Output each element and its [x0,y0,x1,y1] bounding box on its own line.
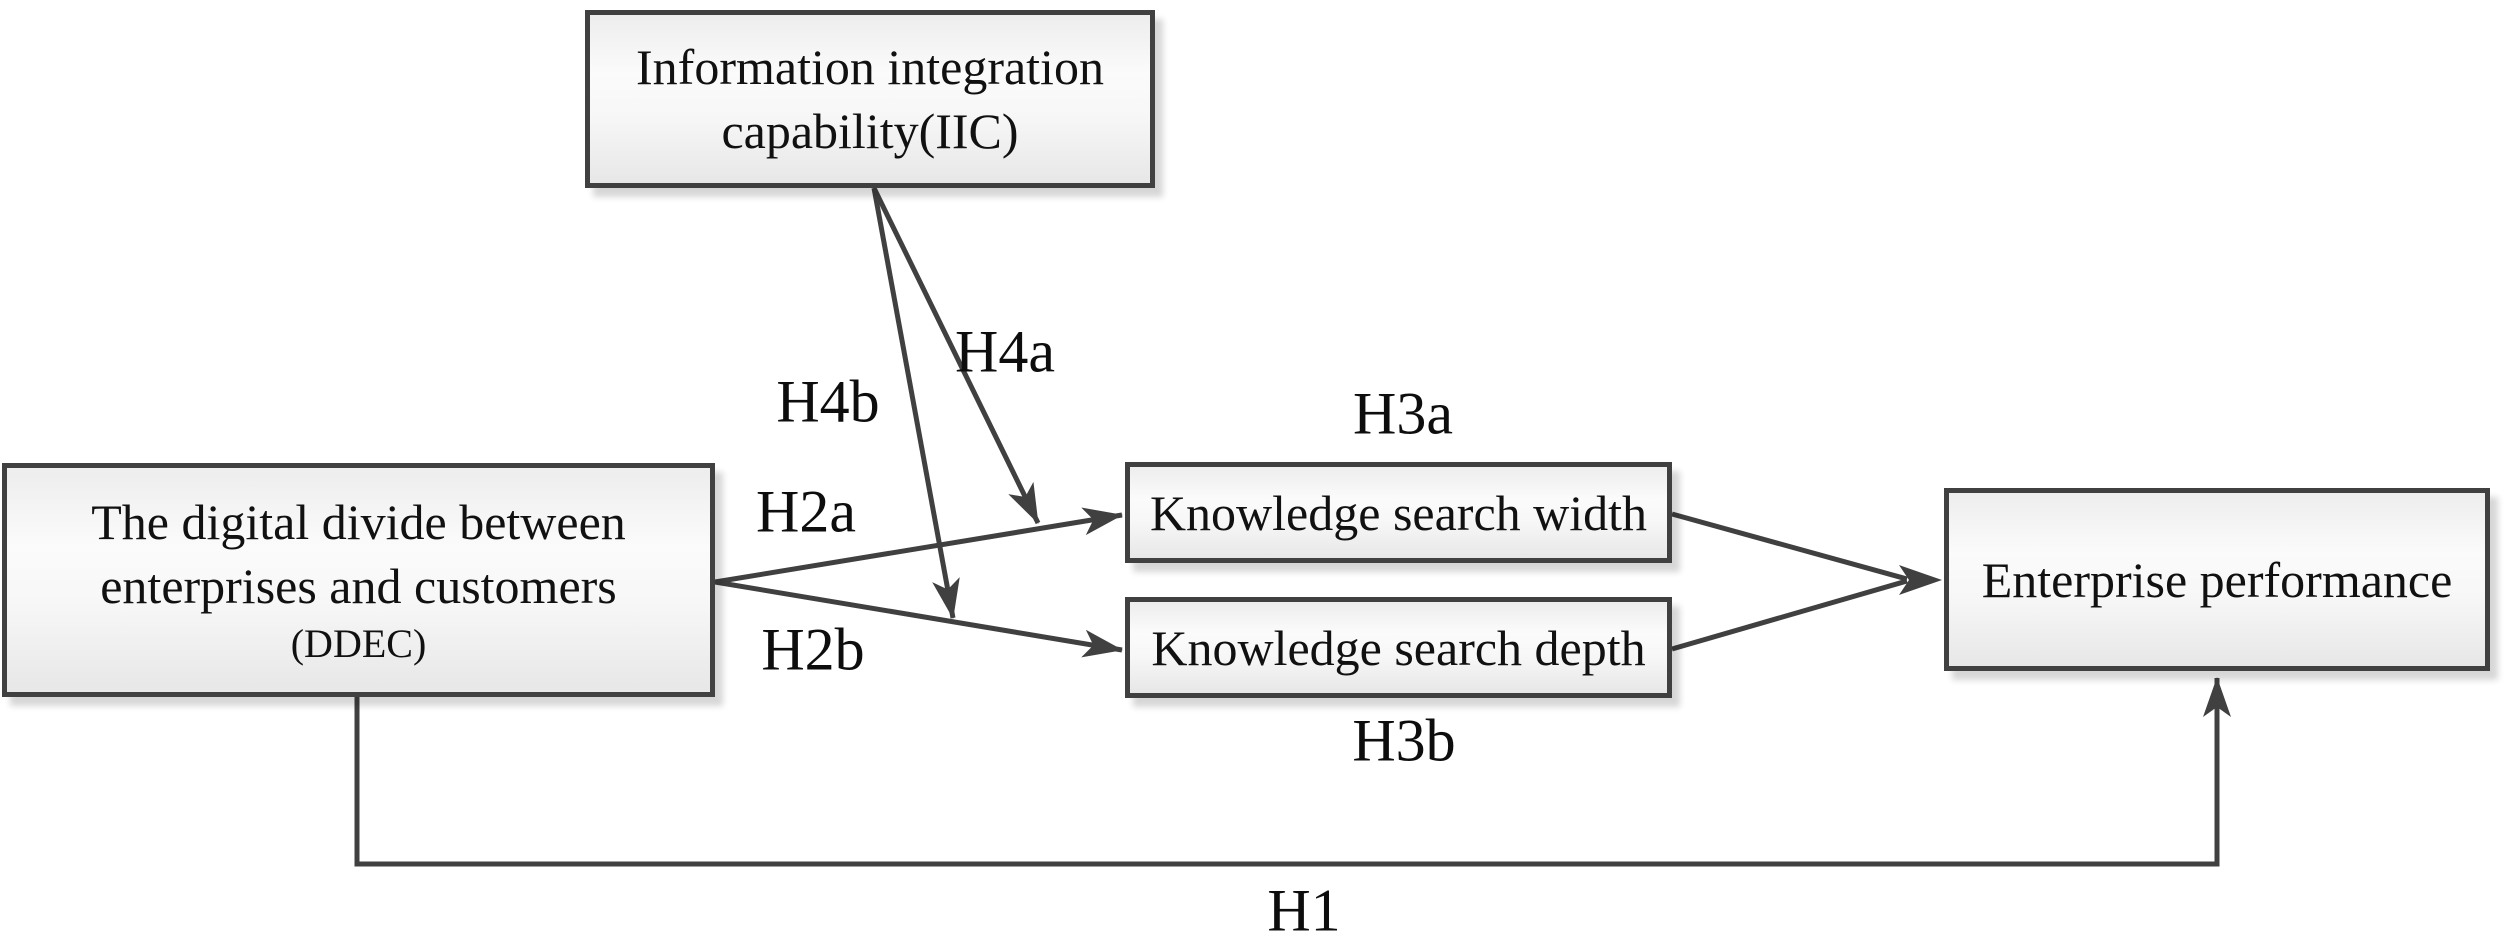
box-digital-divide: The digital divide between enterprises a… [2,463,715,697]
hypothesis-label-h1: H1 [1267,877,1341,934]
arrow-h1 [354,677,2231,867]
box-knowledge-search-width: Knowledge search width [1125,462,1672,563]
arrow-h4b [871,187,960,619]
box-ksw-label: Knowledge search width [1149,484,1648,541]
arrow-h2a [714,507,1123,585]
hypothesis-label-h3b: H3b [1352,707,1456,774]
hypothesis-label-h2a: H2a [756,478,856,545]
hypothesis-label-h2b: H2b [761,616,865,683]
box-ddec-label-line1: The digital divide between [91,494,626,550]
box-knowledge-search-depth: Knowledge search depth [1125,597,1672,698]
hypothesis-label-h4b: H4b [776,368,880,435]
hypothesis-label-h3a: H3a [1353,380,1453,447]
box-ddec-label-acronym: (DDEC) [290,621,427,666]
box-information-integration-capability: Information integration capability(IIC) [585,10,1155,188]
converging-arrowhead [1899,565,1942,595]
box-ep-label: Enterprise performance [1981,551,2453,608]
arrow-h4a [871,186,1041,525]
box-iic-label-line1: Information integration [636,39,1104,95]
arrow-h3a [1671,511,1908,582]
box-ddec-label-line2: enterprises and customers [100,558,617,614]
box-iic-label-line2: capability(IIC) [721,103,1019,159]
box-enterprise-performance: Enterprise performance [1944,488,2490,671]
arrow-h3b [1671,578,1908,652]
box-ksd-label: Knowledge search depth [1151,619,1646,676]
hypothesis-label-h4a: H4a [955,318,1055,385]
arrow-h2b [714,579,1123,658]
